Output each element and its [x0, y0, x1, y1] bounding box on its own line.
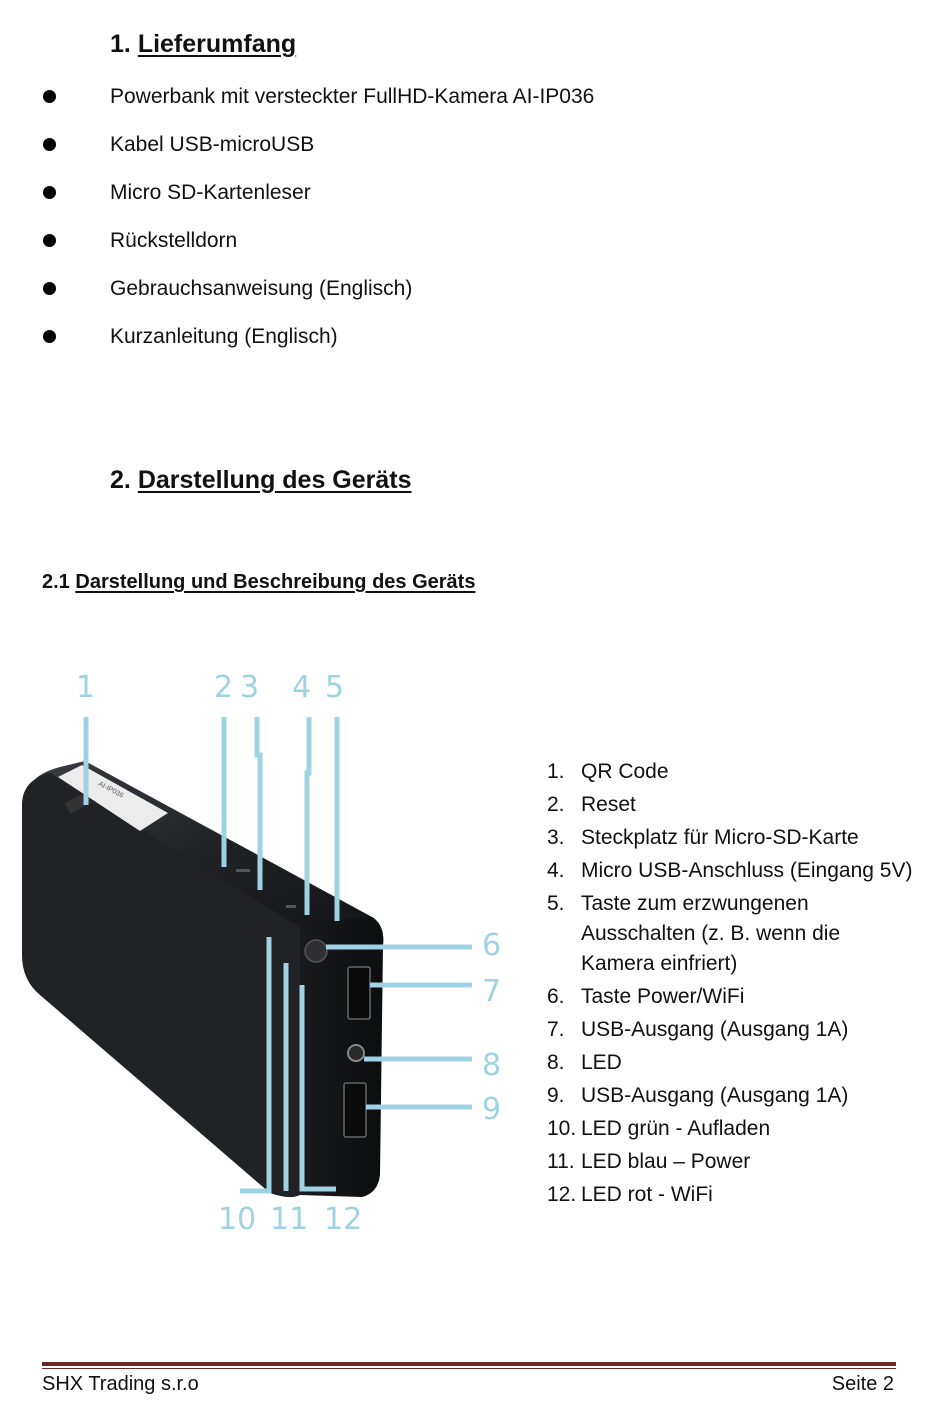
bullet-icon	[43, 282, 56, 295]
callout-3: 3	[240, 670, 259, 705]
legend-label: LED blau – Power	[581, 1150, 751, 1173]
callout-4: 4	[292, 670, 311, 705]
legend-number: 9.	[547, 1084, 565, 1107]
legend-label: Steckplatz für Micro-SD-Karte	[581, 826, 859, 849]
callout-11: 11	[270, 1202, 308, 1237]
callout-line-12	[299, 985, 336, 1192]
legend-item: 8. LED	[547, 1048, 917, 1078]
list-item-text: Kabel USB-microUSB	[110, 133, 315, 156]
callout-numbers: 1 2 3 4 5 6 7 8 9 10 11 12	[76, 670, 501, 1237]
section-1-title: Lieferumfang	[137, 30, 297, 58]
section-2-1-number: 2.1	[42, 571, 70, 593]
footer-company: SHX Trading s.r.o	[42, 1373, 199, 1395]
footer-divider-thin	[42, 1368, 896, 1369]
section-1-number: 1.	[110, 30, 131, 58]
section-2-title: Darstellung des Geräts	[137, 466, 412, 494]
legend-label: LED rot - WiFi	[581, 1183, 713, 1206]
callout-line-3	[254, 717, 263, 890]
legend-number: 11.	[547, 1150, 575, 1173]
section-2-number: 2.	[110, 466, 131, 494]
usb-port-1	[347, 966, 371, 1020]
legend-label: LED grün - Aufladen	[581, 1117, 771, 1140]
list-item-text: Gebrauchsanweisung (Englisch)	[110, 277, 413, 300]
legend-number: 10.	[547, 1117, 577, 1140]
list-item-text: Powerbank mit versteckter FullHD-Kamera …	[110, 85, 595, 108]
legend-item: 4. Micro USB-Anschluss (Eingang 5V)	[547, 856, 917, 886]
callout-line-10	[240, 937, 272, 1194]
legend-label: Micro USB-Anschluss (Eingang 5V)	[581, 859, 913, 882]
legend-item: 2. Reset	[547, 790, 917, 820]
legend-item: 11. LED blau – Power	[547, 1147, 917, 1177]
bullet-icon	[43, 234, 56, 247]
device-illustration: AI-IP036 1 2 3 4 5	[22, 670, 501, 1237]
reset-hole	[236, 869, 250, 872]
legend-item: 6. Taste Power/WiFi	[547, 982, 917, 1012]
legend-item: 9. USB-Ausgang (Ausgang 1A)	[547, 1081, 917, 1111]
section-2-1-title: Darstellung und Beschreibung des Geräts	[75, 571, 476, 593]
footer-divider	[42, 1362, 896, 1366]
callout-7: 7	[482, 974, 501, 1009]
legend-item: 12.LED rot - WiFi	[547, 1180, 917, 1210]
section-1-heading: 1. Lieferumfang	[110, 30, 296, 59]
sd-slot	[286, 905, 296, 908]
legend-label: LED	[581, 1051, 622, 1074]
usb-port-2	[343, 1082, 367, 1138]
legend-item: 5. Taste zum erzwungenen Ausschalten (z. …	[547, 889, 917, 979]
section-2-heading: 2. Darstellung des Geräts	[110, 466, 412, 495]
component-legend: 1. QR Code 2. Reset 3. Steckplatz für Micro…	[547, 757, 917, 1213]
bullet-icon	[43, 138, 56, 151]
callout-10: 10	[218, 1202, 256, 1237]
callout-12: 12	[324, 1202, 362, 1237]
legend-number: 3.	[547, 826, 565, 849]
callout-2: 2	[214, 670, 233, 705]
legend-label: USB-Ausgang (Ausgang 1A)	[581, 1018, 849, 1041]
bullet-icon	[43, 186, 56, 199]
list-item-text: Micro SD-Kartenleser	[110, 181, 311, 204]
legend-label: USB-Ausgang (Ausgang 1A)	[581, 1084, 849, 1107]
legend-item: 1. QR Code	[547, 757, 917, 787]
legend-number: 7.	[547, 1018, 565, 1041]
list-item-text: Kurzanleitung (Englisch)	[110, 325, 338, 348]
led-indicator	[347, 1044, 365, 1062]
legend-label: Reset	[581, 793, 636, 816]
bullet-icon	[43, 90, 56, 103]
legend-number: 8.	[547, 1051, 565, 1074]
legend-number: 5.	[547, 892, 565, 915]
legend-label: Taste Power/WiFi	[581, 985, 745, 1008]
callout-5: 5	[325, 670, 344, 705]
page-number: Seite 2	[831, 1373, 894, 1395]
bullet-icon	[43, 330, 56, 343]
legend-number: 12.	[547, 1183, 577, 1206]
callout-6: 6	[482, 928, 501, 963]
legend-number: 4.	[547, 859, 565, 882]
legend-number: 6.	[547, 985, 565, 1008]
callout-lines	[83, 717, 472, 1194]
device-figure: AI-IP036 1 2 3 4 5	[0, 655, 540, 1255]
legend-number: 1.	[547, 760, 565, 783]
legend-item: 10.LED grün - Aufladen	[547, 1114, 917, 1144]
list-item-text: Rückstelldorn	[110, 229, 238, 252]
legend-number: 2.	[547, 793, 565, 816]
legend-label: Taste zum erzwungenen Ausschalten (z. B.…	[581, 892, 841, 975]
callout-1: 1	[76, 670, 95, 705]
legend-label: QR Code	[581, 760, 669, 783]
callout-9: 9	[482, 1092, 501, 1127]
power-button	[304, 939, 328, 963]
legend-item: 3. Steckplatz für Micro-SD-Karte	[547, 823, 917, 853]
legend-item: 7. USB-Ausgang (Ausgang 1A)	[547, 1015, 917, 1045]
callout-line-4	[304, 717, 312, 915]
device-front-face	[22, 773, 300, 1198]
section-2-1-heading: 2.1 Darstellung und Beschreibung des Ger…	[42, 571, 475, 594]
callout-8: 8	[482, 1048, 501, 1083]
